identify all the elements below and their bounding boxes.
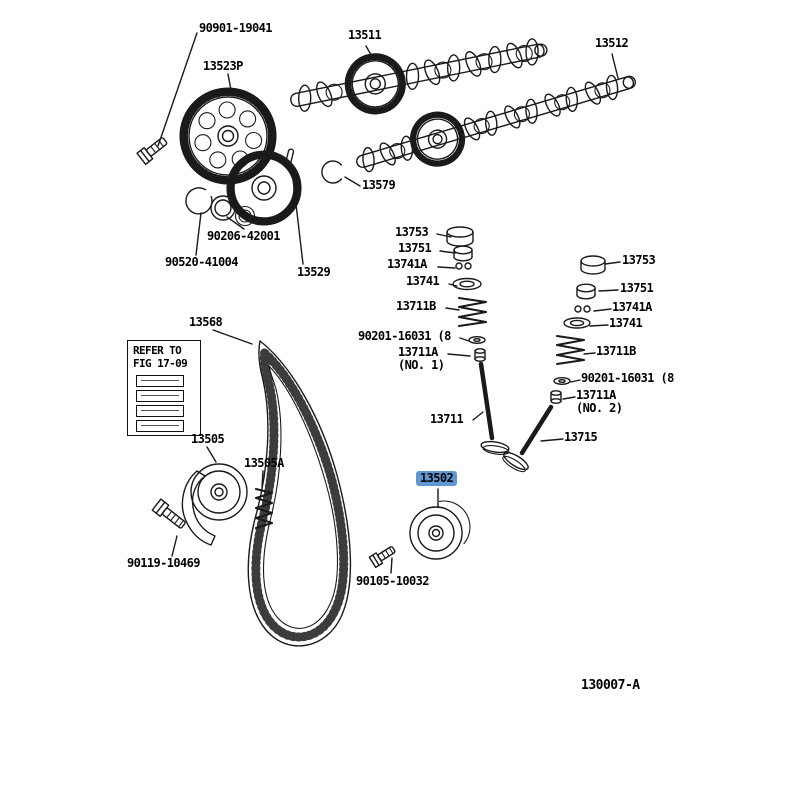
part-label-13579[interactable]: 13579 [362,178,396,192]
part-valve-stack-right [550,255,606,404]
part-label-13741-2[interactable]: 13741 [609,316,643,330]
leader-lines [157,32,621,574]
part-label-13711b-1[interactable]: 13711B [396,299,436,313]
part-label-13753-2[interactable]: 13753 [622,253,656,267]
part-snapring-13579 [321,160,343,184]
refer-note-box: REFER TO FIG 17-09 [127,340,201,436]
part-label-90206-42001[interactable]: 90206-42001 [207,229,280,243]
refer-note-rows [133,375,200,433]
part-idler-13502 [409,500,471,560]
part-label-13505[interactable]: 13505 [191,432,225,446]
part-camshaft-13511 [290,38,548,115]
part-label-13751-1[interactable]: 13751 [398,241,432,255]
part-label-13741-1[interactable]: 13741 [406,274,440,288]
figure-number: 130007-A [581,678,640,693]
part-label-13711a-no2[interactable]: 13711A(NO. 2) [576,388,623,416]
part-timing-pulley-13523p [179,87,277,185]
part-ring-90206 [210,195,236,221]
part-label-90201-16031-1[interactable]: 90201-16031 (8 [358,329,451,343]
part-valve-13711 [478,361,510,455]
refer-note-line2: FIG 17-09 [133,356,188,370]
part-label-13511[interactable]: 13511 [348,28,382,42]
part-pin-13529 [284,148,295,167]
part-label-13711[interactable]: 13711 [430,412,464,426]
part-label-90201-16031-2[interactable]: 90201-16031 (8 [581,371,674,385]
part-label-90119-10469[interactable]: 90119-10469 [127,556,200,570]
part-camshaft-13512 [356,74,637,173]
part-label-13715[interactable]: 13715 [564,430,598,444]
part-label-13741a-1[interactable]: 13741A [387,257,427,271]
part-timing-belt-13568 [247,340,352,647]
part-label-13741a-2[interactable]: 13741A [612,300,652,314]
part-label-13529[interactable]: 13529 [297,265,331,279]
part-label-13751-2[interactable]: 13751 [620,281,654,295]
refer-note-line1: REFER TO [133,344,182,357]
part-label-13523p[interactable]: 13523P [203,59,243,73]
part-label-13711a-no1[interactable]: 13711A(NO. 1) [398,345,445,373]
part-sub-gear [226,150,302,226]
part-label-13568[interactable]: 13568 [189,315,223,329]
part-label-13502[interactable]: 13502 [416,471,458,487]
part-spring-13505a [254,487,274,530]
part-ring-hub [234,205,256,227]
part-label-90520-41004[interactable]: 90520-41004 [165,255,238,269]
part-valve-stack-left [446,226,488,362]
part-tensioner-13505 [181,463,248,546]
part-snapring-90520 [185,187,213,215]
part-label-13512[interactable]: 13512 [595,36,629,50]
part-label-90105-10032[interactable]: 90105-10032 [356,574,429,588]
part-label-13505a[interactable]: 13505A [244,456,284,470]
bolt-90901-icon [136,137,168,165]
bolt-90119-icon [151,498,186,529]
part-label-13753-1[interactable]: 13753 [395,225,429,239]
part-label-13711b-2[interactable]: 13711B [596,344,636,358]
bolt-90105-icon [368,546,396,569]
part-label-90901-19041[interactable]: 90901-19041 [199,21,272,35]
part-valve-13715 [502,404,554,473]
